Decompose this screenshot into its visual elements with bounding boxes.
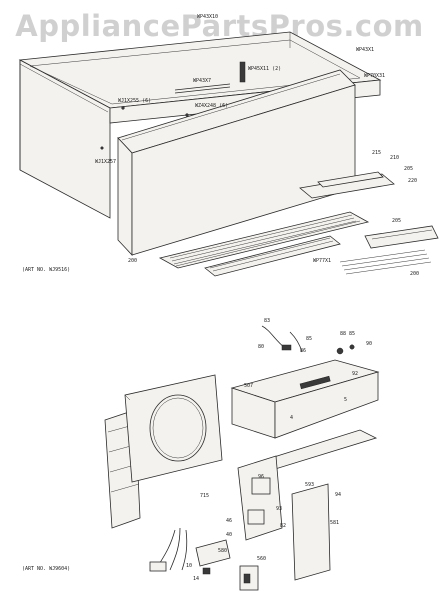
callout-label: 86: [300, 348, 307, 354]
terminal-block: [195, 539, 231, 575]
callout-label: 560: [257, 556, 267, 562]
callout-label: 40: [226, 532, 233, 538]
callout-label: WP45X11 (2): [248, 66, 282, 72]
callout-label: 215: [372, 150, 382, 156]
replacement-filter: [339, 225, 439, 275]
capacitor-bracket: [237, 455, 283, 541]
callout-label: WJ1X257: [95, 159, 117, 165]
callout-label: 82: [280, 523, 287, 529]
callout-label: WP70X31: [364, 73, 386, 79]
callout-label: 205: [392, 218, 402, 224]
watermark: AppliancePartsPros.com: [15, 9, 424, 43]
callout-label: 83: [264, 318, 271, 324]
callout-label: 715: [200, 493, 210, 499]
callout-label: 580: [218, 548, 228, 554]
callout-label: 92: [352, 371, 359, 377]
callout-label: 85: [306, 336, 313, 342]
front-panel: [117, 69, 356, 257]
filter-assembly: [158, 171, 395, 277]
callout-label: 581: [330, 520, 340, 526]
switch-bracket: [239, 565, 259, 591]
callout-label: 94: [335, 492, 342, 498]
art-number: (ART NO. WJ9516): [22, 267, 71, 273]
callout-label: 205: [404, 166, 414, 172]
callout-label: 80: [258, 344, 265, 350]
control-box: [230, 344, 380, 439]
callout-label: 507: [244, 383, 254, 389]
fan-shroud: [124, 374, 223, 483]
wiring-harness: [261, 325, 303, 353]
callout-label: 90: [366, 341, 373, 347]
callout-label: 210: [390, 155, 400, 161]
callout-label: WP43X7: [193, 78, 212, 84]
callout-label: 46: [226, 518, 233, 524]
callout-label: 200: [410, 271, 420, 277]
callout-label: 220: [408, 178, 418, 184]
callout-label: 96: [258, 474, 265, 480]
cover-plate: [291, 483, 331, 581]
callout-label: 200: [128, 258, 138, 264]
callout-label: 593: [305, 482, 315, 488]
callout-label: WP43X10: [197, 14, 219, 20]
art-number: (ART NO. WJ9604): [22, 566, 71, 572]
callout-label: 88 85: [340, 331, 356, 337]
callout-label: 4: [290, 415, 294, 421]
callout-label: WZ4X248 (6): [195, 103, 229, 109]
callout-label: WJ1X255 (6): [118, 98, 152, 104]
callout-label: 10: [186, 563, 193, 569]
callout-label: 14: [193, 576, 200, 582]
callout-label: 5: [344, 397, 348, 403]
callout-label: 93: [276, 506, 283, 512]
power-cord: [149, 527, 188, 572]
callout-label: WP77X1: [313, 258, 332, 264]
callout-label: WP43X1: [356, 47, 375, 53]
